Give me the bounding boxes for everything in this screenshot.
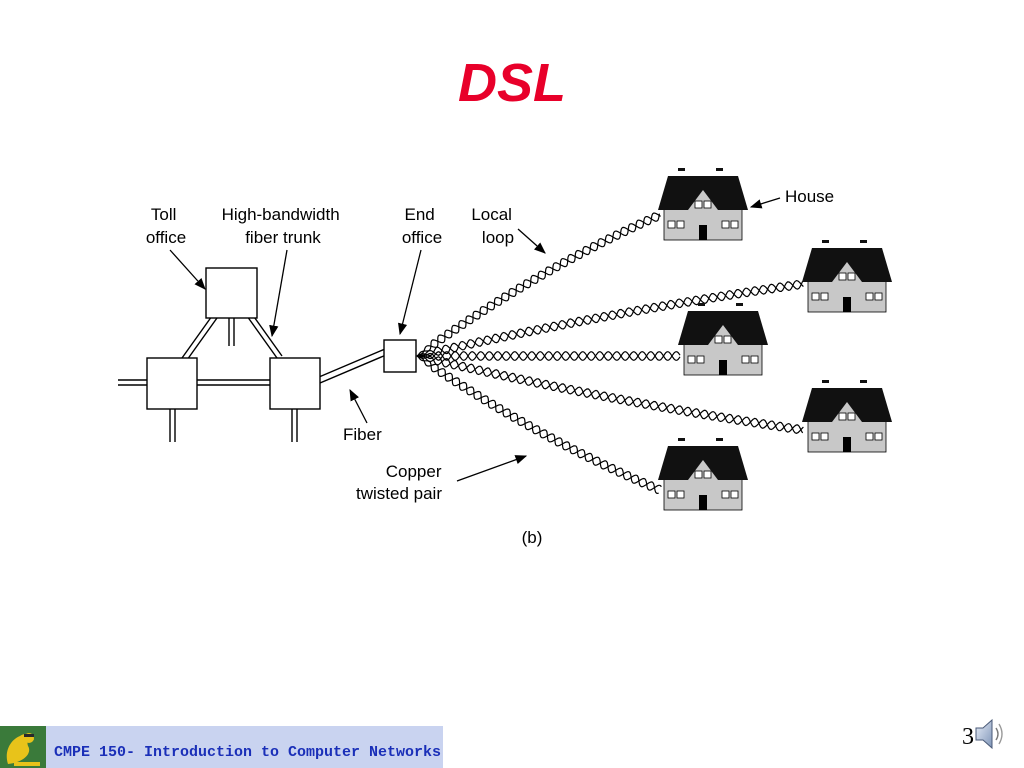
house-label: House [785,187,834,206]
house-icon [657,167,749,241]
page-number: 3 [962,724,974,750]
fiber-trunk-label: High-bandwidth fiber trunk [222,205,345,247]
footer-bar [0,726,443,768]
house-icon [801,379,893,453]
toll-office-box [205,267,258,319]
copper-wire [416,355,659,495]
office-box-right [269,357,321,410]
toll-office-label: Toll office [146,205,186,247]
copper-wire [416,281,804,357]
house-icon [801,239,893,313]
end-office-label: End office [402,205,442,247]
footer-course-title: CMPE 150- Introduction to Computer Netwo… [54,744,442,761]
speaker-icon[interactable] [972,714,1006,754]
copper-label: Copper twisted pair [356,462,446,503]
copper-wire [416,213,660,357]
copper-wire [416,351,681,361]
office-box-left [146,357,198,410]
house-icon [657,437,749,511]
twisted-pairs [416,212,804,495]
house-icon [677,302,769,376]
fiber-label: Fiber [343,425,382,444]
end-office-box [383,339,417,373]
copper-wire [416,355,662,491]
copper-wire [416,351,681,361]
copper-wire [416,212,661,357]
local-loop-label: Local loop [471,205,516,247]
logo-icon [0,726,46,768]
copper-wire [416,279,804,357]
fiber-trunk [118,313,387,442]
figure-caption: (b) [522,528,543,547]
label-pointers [169,197,781,482]
copper-wire [416,355,804,434]
copper-wire [416,355,804,434]
slide-title: DSL [458,53,566,113]
